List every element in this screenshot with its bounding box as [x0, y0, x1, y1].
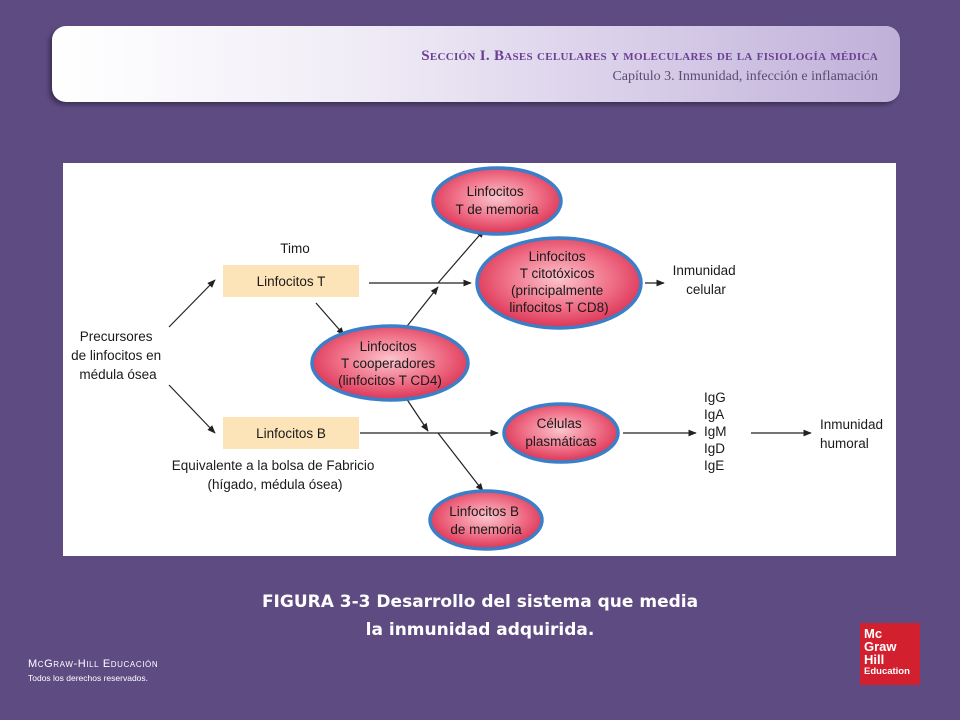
arrow-to-t-cells [168, 279, 216, 328]
section-title: Sección I. Bases celulares y moleculares… [421, 48, 878, 64]
publisher-name: McGraw-Hill Educación [28, 658, 159, 670]
logo-line-2: Graw [864, 639, 897, 654]
thymus-label: Timo [280, 241, 310, 256]
arrow-t-to-helper [315, 302, 345, 336]
t-memory-label: Linfocitos T de memoria [455, 184, 539, 217]
b-memory-label: Linfocitos B de memoria [449, 504, 523, 537]
chapter-title: Capítulo 3. Inmunidad, infección e infla… [612, 69, 878, 84]
arrow-helper-to-cytotoxic [403, 286, 439, 331]
precursors-label: Precursores de linfocitos en médula ósea [71, 329, 165, 382]
immunoglobulins-list: IgG IgA IgM IgD IgE [704, 390, 730, 473]
arrow-to-b-memory [437, 432, 484, 492]
caption-line-1: FIGURA 3-3 Desarrollo del sistema que me… [261, 592, 699, 612]
plasma-cell [502, 402, 620, 464]
logo-line-3: Hill [864, 652, 885, 667]
logo-line-1: Mc [864, 626, 883, 641]
publisher-rights: Todos los derechos reservados. [28, 673, 149, 683]
diagram-panel: Precursores de linfocitos en médula ósea… [63, 163, 896, 556]
fabricius-label: Equivalente a la bolsa de Fabricio (híga… [172, 458, 378, 492]
t-helper-cell [310, 324, 470, 402]
arrows [168, 229, 812, 492]
t-memory-cell [431, 166, 563, 236]
figure-caption: FIGURA 3-3 Desarrollo del sistema que me… [180, 588, 780, 644]
t-cytotoxic-cell [475, 236, 643, 330]
header-banner: Sección I. Bases celulares y moleculares… [52, 26, 900, 102]
arrow-to-b-cells [168, 384, 216, 434]
humoral-immunity-label: Inmunidad humoral [820, 417, 887, 451]
t-cells-box [223, 265, 359, 297]
publisher-footer: McGraw-Hill Educación Todos los derechos… [28, 658, 158, 683]
b-memory-cell [428, 489, 544, 551]
logo-line-4: Education [864, 666, 910, 677]
b-cells-box [223, 417, 359, 449]
t-helper-label: Linfocitos T cooperadores (linfocitos T … [338, 339, 442, 388]
caption-line-2: la inmunidad adquirida. [365, 620, 595, 640]
arrow-to-t-memory [437, 229, 485, 284]
t-cytotoxic-label: Linfocitos T citotóxicos (principalmente… [509, 249, 608, 315]
mcgraw-hill-logo: Mc Graw Hill Education [860, 623, 920, 685]
t-cells-label: Linfocitos T [257, 274, 326, 289]
arrow-helper-to-b-path [403, 394, 429, 432]
cellular-immunity-label: Inmunidad celular [673, 263, 740, 297]
b-cells-label: Linfocitos B [256, 426, 326, 441]
immunity-diagram: Precursores de linfocitos en médula ósea… [71, 166, 887, 551]
plasma-cells-label: Células plasmáticas [525, 416, 597, 449]
